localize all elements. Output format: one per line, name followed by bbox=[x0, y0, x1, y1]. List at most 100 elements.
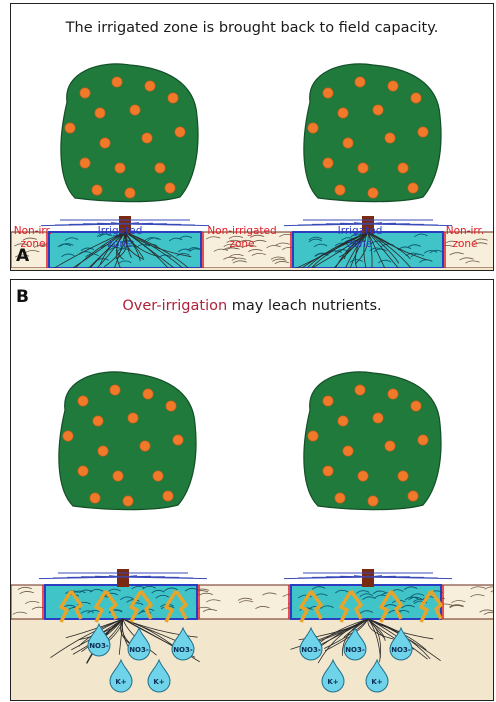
zone-label-line: Non-irr. bbox=[439, 225, 491, 238]
nutrient-label: NO3- bbox=[129, 646, 149, 654]
nutrient-label: K+ bbox=[327, 678, 338, 686]
zone-label-line: zone bbox=[325, 238, 395, 251]
fruit-icon bbox=[323, 88, 333, 98]
fruit-icon bbox=[80, 158, 90, 168]
panel-b: NO3- K+ NO3- K+ NO3- NO3- K+ NO3- K+ NO3- Over-ir… bbox=[10, 279, 494, 701]
fruit-icon bbox=[373, 105, 383, 115]
fruit-icon bbox=[388, 81, 398, 91]
zone-label-line: zone bbox=[85, 238, 155, 251]
fruit-icon bbox=[128, 413, 138, 423]
fruit-icon bbox=[145, 81, 155, 91]
fruit-icon bbox=[338, 108, 348, 118]
fruit-icon bbox=[355, 385, 365, 395]
zone-label-non-irrigated-middle: Non-irrigated zone bbox=[197, 225, 287, 251]
fruit-icon bbox=[398, 471, 408, 481]
fruit-icon bbox=[358, 163, 368, 173]
nutrient-label: NO3- bbox=[173, 646, 193, 654]
subsoil bbox=[11, 268, 494, 271]
fruit-icon bbox=[115, 163, 125, 173]
zone-label-non-irrigated-right: Non-irr. zone bbox=[439, 225, 491, 251]
caption-highlight: Over-irrigation bbox=[122, 298, 227, 314]
nutrient-label: NO3- bbox=[89, 642, 109, 650]
fruit-icon bbox=[323, 158, 333, 168]
fruit-icon bbox=[98, 446, 108, 456]
fruit-icon bbox=[373, 413, 383, 423]
fruit-icon bbox=[92, 185, 102, 195]
fruit-icon bbox=[163, 491, 173, 501]
fruit-icon bbox=[335, 185, 345, 195]
fruit-icon bbox=[143, 389, 153, 399]
panel-b-letter: B bbox=[16, 287, 29, 307]
fruit-icon bbox=[343, 446, 353, 456]
fruit-icon bbox=[165, 183, 175, 193]
fruit-icon bbox=[411, 401, 421, 411]
fruit-icon bbox=[355, 77, 365, 87]
fruit-icon bbox=[100, 138, 110, 148]
fruit-icon bbox=[385, 133, 395, 143]
zone-label-irrigated-left: Irrigated zone bbox=[85, 225, 155, 251]
zone-label-line: Non-irrigated bbox=[197, 225, 287, 238]
fruit-icon bbox=[173, 435, 183, 445]
nutrient-label: NO3- bbox=[391, 646, 411, 654]
fruit-icon bbox=[125, 188, 135, 198]
fruit-icon bbox=[323, 466, 333, 476]
fruit-icon bbox=[368, 188, 378, 198]
irrigated-zone bbox=[291, 585, 441, 619]
fruit-icon bbox=[130, 105, 140, 115]
fruit-icon bbox=[335, 493, 345, 503]
fruit-icon bbox=[123, 496, 133, 506]
fruit-icon bbox=[175, 127, 185, 137]
fruit-icon bbox=[63, 431, 73, 441]
fruit-icon bbox=[93, 416, 103, 426]
nutrient-label: K+ bbox=[153, 678, 164, 686]
tree-trunk bbox=[362, 569, 374, 587]
fruit-icon bbox=[95, 108, 105, 118]
fruit-icon bbox=[358, 471, 368, 481]
zone-label-line: zone bbox=[197, 238, 287, 251]
fruit-icon bbox=[155, 163, 165, 173]
fruit-icon bbox=[411, 93, 421, 103]
zone-label-line: Irrigated bbox=[85, 225, 155, 238]
fruit-icon bbox=[338, 416, 348, 426]
zone-label-line: zone bbox=[439, 238, 491, 251]
panel-a-caption: The irrigated zone is brought back to fi… bbox=[11, 20, 493, 36]
fruit-icon bbox=[418, 127, 428, 137]
fruit-icon bbox=[113, 471, 123, 481]
fruit-icon bbox=[78, 466, 88, 476]
fruit-icon bbox=[153, 471, 163, 481]
irrigated-zone bbox=[45, 585, 197, 619]
fruit-icon bbox=[408, 491, 418, 501]
panel-b-diagram: NO3- K+ NO3- K+ NO3- NO3- K+ NO3- K+ NO3- bbox=[11, 280, 494, 701]
zone-label-line: zone bbox=[13, 238, 53, 251]
fruit-icon bbox=[308, 123, 318, 133]
caption-rest: may leach nutrients. bbox=[227, 298, 381, 314]
fruit-icon bbox=[110, 385, 120, 395]
fruit-icon bbox=[78, 396, 88, 406]
nutrient-label: K+ bbox=[371, 678, 382, 686]
fruit-icon bbox=[343, 138, 353, 148]
fruit-icon bbox=[385, 441, 395, 451]
fruit-icon bbox=[65, 123, 75, 133]
fruit-icon bbox=[368, 496, 378, 506]
zone-label-line: Non-irr. bbox=[13, 225, 53, 238]
fruit-icon bbox=[388, 389, 398, 399]
fruit-icon bbox=[398, 163, 408, 173]
panel-a: The irrigated zone is brought back to fi… bbox=[10, 3, 494, 271]
fruit-icon bbox=[90, 493, 100, 503]
fruit-icon bbox=[168, 93, 178, 103]
subsoil bbox=[11, 619, 494, 701]
fruit-icon bbox=[80, 88, 90, 98]
nutrient-label: NO3- bbox=[301, 646, 321, 654]
nutrient-label: NO3- bbox=[345, 646, 365, 654]
fruit-icon bbox=[166, 401, 176, 411]
fruit-icon bbox=[112, 77, 122, 87]
fruit-icon bbox=[142, 133, 152, 143]
fruit-icon bbox=[408, 183, 418, 193]
fruit-icon bbox=[308, 431, 318, 441]
panel-b-caption: Over-irrigation may leach nutrients. bbox=[11, 298, 493, 314]
fruit-icon bbox=[140, 441, 150, 451]
zone-label-line: Irrigated bbox=[325, 225, 395, 238]
fruit-icon bbox=[418, 435, 428, 445]
nutrient-label: K+ bbox=[115, 678, 126, 686]
fruit-icon bbox=[323, 396, 333, 406]
